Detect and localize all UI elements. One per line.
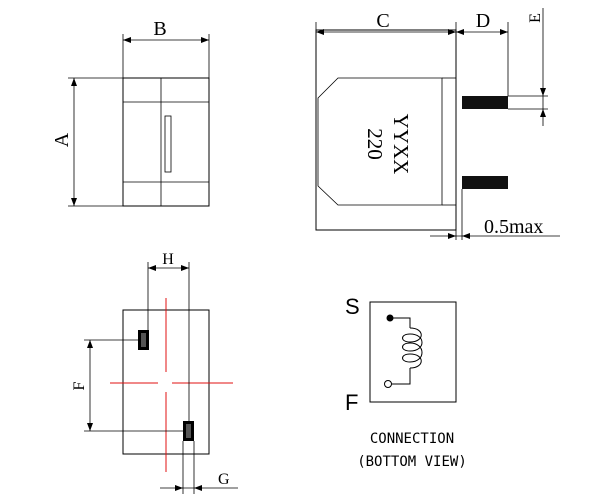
start-pin-label: S [345, 294, 360, 319]
front-view: B A [51, 18, 210, 207]
coil-winding [402, 327, 423, 369]
marking-date-code: YYXX [389, 114, 413, 175]
lead-top [462, 96, 508, 109]
dim-g-label: G [218, 471, 230, 488]
connection-caption-sub: (BOTTOM VIEW) [357, 454, 467, 470]
marking-value: 220 [363, 128, 387, 160]
dim-d-label: D [476, 10, 490, 32]
dim-b-label: B [153, 18, 166, 40]
lead-bottom [462, 176, 508, 189]
dim-h-label: H [162, 251, 174, 268]
finish-pin-label: F [345, 390, 358, 415]
finish-pin-circle [384, 380, 392, 388]
dim-max-label: 0.5max [484, 216, 543, 238]
front-window [164, 115, 172, 173]
dim-a-label: A [51, 132, 73, 147]
connection-diagram: S F CONNECTION (BOTTOM VIEW) [345, 294, 467, 470]
bottom-view: H F G [71, 251, 238, 494]
connection-caption: CONNECTION [370, 431, 454, 447]
front-body-outline [122, 77, 210, 207]
dim-e-label: E [527, 13, 544, 23]
side-view: 220 YYXX C D E 0.5max [315, 8, 560, 240]
dim-c-label: C [376, 10, 389, 32]
connection-frame [369, 301, 457, 403]
dim-f-label: F [71, 381, 88, 390]
